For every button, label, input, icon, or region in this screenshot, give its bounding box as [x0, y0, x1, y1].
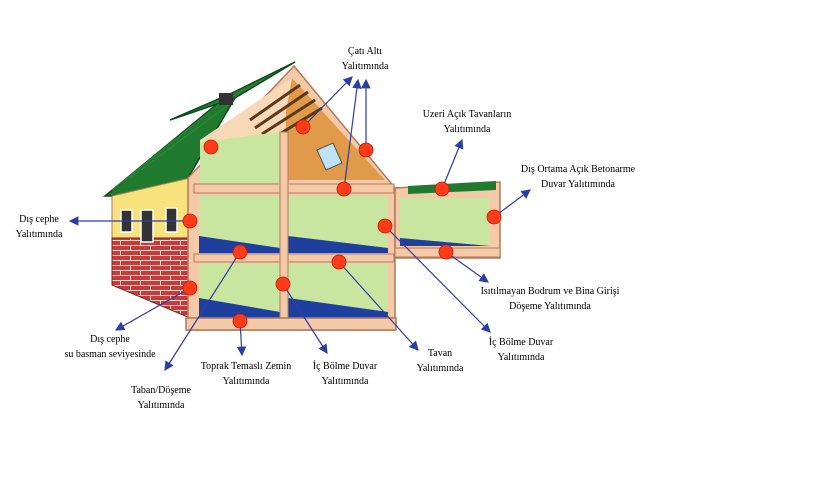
label-line: Dış cephe [19, 214, 59, 225]
label-line: Duvar Yalıtımında [541, 179, 615, 190]
arrow-icon [114, 287, 191, 331]
insulation-point-icon[interactable] [275, 276, 291, 292]
label-line: Yalıtımında [341, 61, 389, 72]
label-line: Toprak Temaslı Zemin [200, 361, 292, 372]
label-isitilmayan: Isıtılmayan Bodrum ve Bina Girişi Döşeme… [470, 284, 630, 314]
label-ic-bolme-bottom: İç Bölme Duvar Yalıtımında [300, 359, 390, 389]
label-toprak: Toprak Temaslı Zemin Yalıtımında [190, 359, 302, 389]
insulation-point-icon[interactable] [182, 213, 198, 229]
arrow-icon [302, 76, 353, 128]
label-line: Döşeme Yalıtımında [509, 301, 591, 312]
label-line: Dış cephe [90, 334, 130, 345]
label-line: Yalıtımında [321, 376, 369, 387]
arrow-icon [493, 189, 531, 218]
label-dis-cephe-basman: Dış cephe su basman seviyesinde [50, 332, 170, 362]
label-line: Uzeri Açık Tavanların [422, 109, 512, 120]
insulation-point-icon[interactable] [182, 280, 198, 296]
insulation-point-icon[interactable] [331, 254, 347, 270]
roof [102, 61, 296, 197]
insulation-point-icon[interactable] [336, 181, 352, 197]
chimney [219, 93, 233, 105]
label-line: Isıtılmayan Bodrum ve Bina Girişi [480, 286, 620, 297]
label-dis-ortama: Dış Ortama Açık Betonarme Duvar Yalıtımı… [512, 162, 644, 192]
label-line: Yalıtımında [222, 376, 270, 387]
label-cati-alti: Çatı Altı Yalıtımında [325, 44, 405, 74]
insulation-points [182, 119, 502, 329]
insulation-point-icon[interactable] [203, 139, 219, 155]
label-line: İç Bölme Duvar [312, 361, 378, 372]
left-facade [111, 177, 191, 319]
insulation-point-icon[interactable] [438, 244, 454, 260]
label-line: Yalıtımında [416, 363, 464, 374]
label-line: Yalıtımında [137, 400, 185, 411]
label-line: İç Bölme Duvar [488, 337, 554, 348]
insulation-point-icon[interactable] [377, 218, 393, 234]
label-line: su basman seviyesinde [64, 349, 156, 360]
arrow-icon [343, 78, 362, 190]
label-tavan: Tavan Yalıtımında [404, 346, 476, 376]
arrow-icon [338, 261, 419, 351]
insulation-point-icon[interactable] [358, 142, 374, 158]
label-dis-cephe: Dış cephe Yalıtımında [6, 212, 72, 242]
label-line: Yalıtımında [497, 352, 545, 363]
insulation-point-icon[interactable] [486, 209, 502, 225]
arrow-icon [441, 138, 464, 190]
insulation-point-icon[interactable] [232, 244, 248, 260]
insulation-point-icon[interactable] [434, 181, 450, 197]
label-uzeri-acik: Uzeri Açık Tavanların Yalıtımında [412, 107, 522, 137]
right-annex [394, 181, 501, 259]
roof-window [316, 142, 343, 171]
arrow-icon [384, 225, 491, 333]
label-line: Yalıtımında [15, 229, 63, 240]
window [165, 207, 178, 233]
label-line: Çatı Altı [347, 46, 383, 57]
label-taban: Taban/Döşeme Yalıtımında [120, 383, 202, 413]
label-line: Tavan [427, 348, 453, 359]
door [140, 209, 154, 243]
arrow-icon [164, 251, 241, 372]
label-line: Dış Ortama Açık Betonarme [520, 164, 636, 175]
insulation-point-icon[interactable] [232, 313, 248, 329]
label-ic-bolme-right: İç Bölme Duvar Yalıtımında [478, 335, 564, 365]
insulation-point-icon[interactable] [295, 119, 311, 135]
arrow-icon [282, 283, 328, 355]
label-line: Yalıtımında [443, 124, 491, 135]
pointer-arrows [68, 76, 531, 372]
label-line: Taban/Döşeme [131, 385, 191, 396]
arrow-icon [445, 251, 489, 283]
